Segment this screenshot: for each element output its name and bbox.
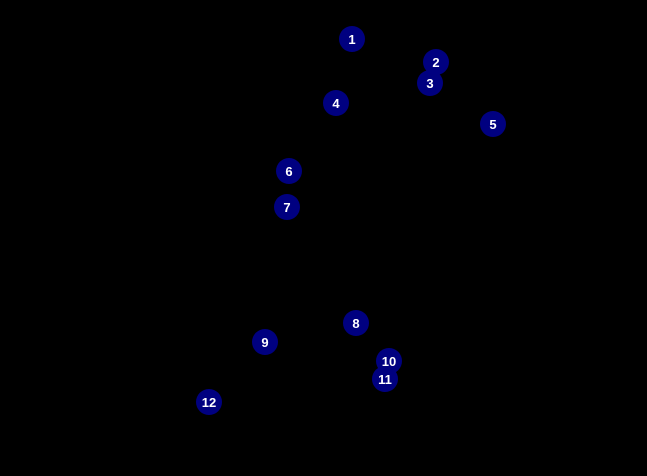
som-marker-9[interactable]: 9 <box>252 329 278 355</box>
som-marker-6[interactable]: 6 <box>276 158 302 184</box>
som-marker-4[interactable]: 4 <box>323 90 349 116</box>
som-marker-7[interactable]: 7 <box>274 194 300 220</box>
som-marker-3[interactable]: 3 <box>417 70 443 96</box>
som-marker-8[interactable]: 8 <box>343 310 369 336</box>
som-marker-11[interactable]: 11 <box>372 366 398 392</box>
som-marker-12[interactable]: 12 <box>196 389 222 415</box>
som-marker-1[interactable]: 1 <box>339 26 365 52</box>
som-marker-5[interactable]: 5 <box>480 111 506 137</box>
